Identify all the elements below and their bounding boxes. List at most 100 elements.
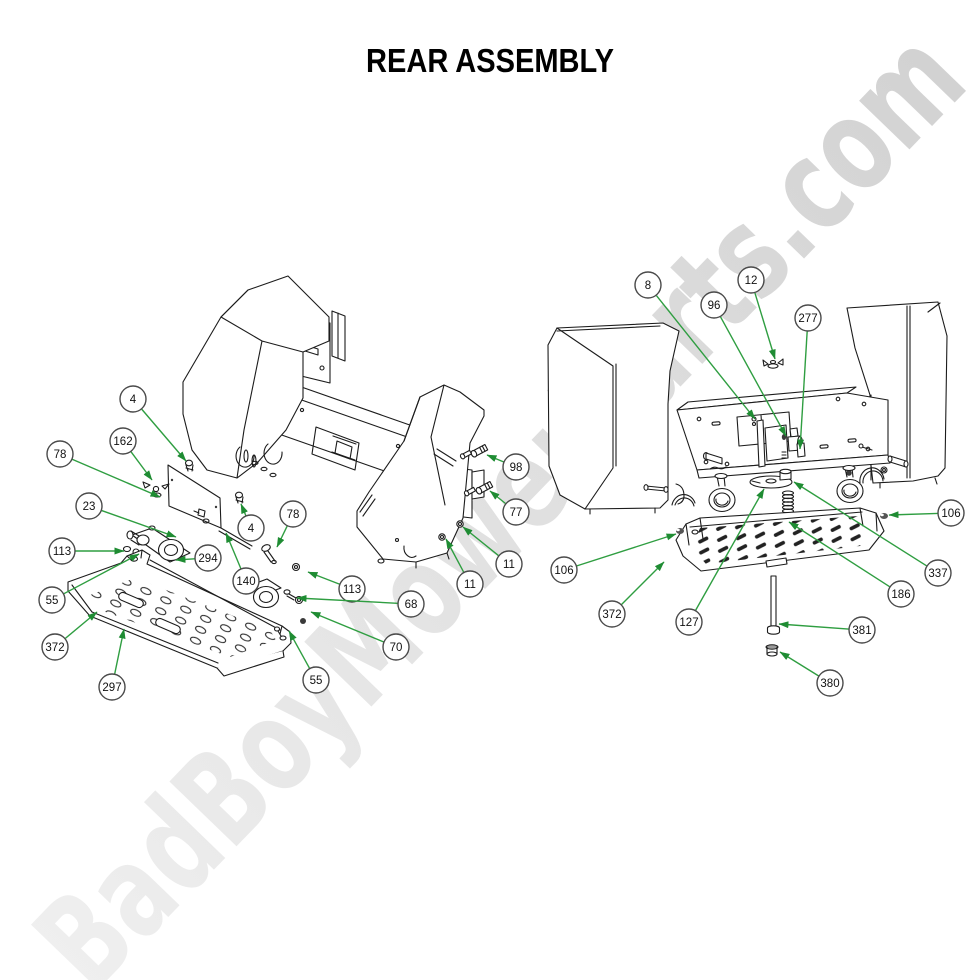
callout-arrow-23 bbox=[101, 509, 177, 538]
callout-arrow-11 bbox=[445, 538, 465, 573]
watermark-text: BadBoyMowerParts.com bbox=[7, 4, 980, 980]
callout-113: 113 bbox=[48, 537, 76, 565]
svg-text:23: 23 bbox=[83, 501, 96, 513]
callout-arrow-106 bbox=[576, 533, 677, 567]
callout-arrow-127 bbox=[695, 488, 765, 611]
callout-70: 70 bbox=[382, 633, 410, 661]
nut-11a bbox=[456, 520, 464, 528]
nut-11b bbox=[438, 533, 446, 541]
svg-text:297: 297 bbox=[102, 682, 121, 694]
carriage-pin bbox=[261, 544, 277, 565]
bolt-77 bbox=[475, 480, 494, 495]
callout-297: 297 bbox=[98, 673, 126, 701]
svg-text:381: 381 bbox=[852, 625, 871, 637]
callout-arrow-55 bbox=[288, 630, 311, 669]
callout-140: 140 bbox=[232, 567, 260, 595]
callout-106: 106 bbox=[937, 499, 965, 527]
callout-277: 277 bbox=[794, 304, 822, 332]
caster-right bbox=[836, 464, 864, 504]
callout-arrow-68 bbox=[296, 595, 398, 604]
callout-arrow-98 bbox=[486, 454, 504, 463]
svg-text:77: 77 bbox=[510, 507, 523, 519]
callout-arrow-113 bbox=[307, 571, 340, 585]
callout-78: 78 bbox=[46, 440, 74, 468]
svg-text:70: 70 bbox=[390, 642, 403, 654]
callout-380: 380 bbox=[816, 669, 844, 697]
nut-337 bbox=[779, 468, 792, 481]
svg-text:4: 4 bbox=[248, 523, 255, 535]
panel-screw-a bbox=[184, 459, 194, 472]
hinge-assembly bbox=[122, 525, 191, 563]
callout-arrow-8 bbox=[655, 295, 756, 420]
svg-text:78: 78 bbox=[54, 449, 67, 461]
screw-77b bbox=[463, 486, 477, 497]
callout-arrow-77 bbox=[489, 490, 506, 505]
svg-text:294: 294 bbox=[198, 553, 218, 565]
svg-text:8: 8 bbox=[645, 280, 651, 292]
callout-8: 8 bbox=[634, 271, 662, 299]
wingnut-12 bbox=[762, 358, 784, 369]
page-title: REAR ASSEMBLY bbox=[366, 42, 614, 79]
callout-arrow-372 bbox=[621, 561, 665, 605]
callout-arrow-162 bbox=[130, 451, 153, 481]
callout-layer: 4162782311355372297294140478113687055987… bbox=[38, 266, 965, 701]
callout-arrow-140 bbox=[225, 532, 242, 569]
callout-4: 4 bbox=[119, 385, 147, 413]
svg-text:113: 113 bbox=[343, 584, 361, 596]
svg-text:11: 11 bbox=[464, 579, 476, 591]
callout-337: 337 bbox=[924, 559, 952, 587]
bolt-381 bbox=[766, 575, 781, 635]
svg-text:55: 55 bbox=[46, 595, 59, 607]
callout-arrow-294 bbox=[175, 555, 195, 563]
callout-arrow-70 bbox=[310, 611, 384, 643]
callout-372: 372 bbox=[41, 633, 69, 661]
frame-hooks bbox=[235, 443, 283, 478]
callout-23: 23 bbox=[75, 492, 103, 520]
svg-text:380: 380 bbox=[820, 678, 839, 690]
callout-arrow-78 bbox=[276, 525, 288, 548]
svg-text:162: 162 bbox=[113, 436, 132, 448]
callout-106: 106 bbox=[550, 556, 578, 584]
callout-372: 372 bbox=[598, 600, 626, 628]
svg-text:127: 127 bbox=[679, 617, 698, 629]
plug-380 bbox=[765, 644, 779, 657]
callout-arrow-186 bbox=[788, 521, 891, 588]
callout-arrow-4 bbox=[141, 408, 187, 462]
svg-text:106: 106 bbox=[941, 508, 960, 520]
callout-68: 68 bbox=[397, 590, 425, 618]
callout-arrow-96 bbox=[719, 316, 787, 437]
callout-78: 78 bbox=[279, 500, 307, 528]
watermark: BadBoyMowerParts.com bbox=[7, 4, 980, 980]
svg-text:186: 186 bbox=[891, 589, 910, 601]
svg-text:11: 11 bbox=[503, 559, 515, 571]
svg-text:140: 140 bbox=[236, 576, 255, 588]
svg-text:113: 113 bbox=[53, 546, 71, 558]
svg-text:372: 372 bbox=[602, 609, 621, 621]
bolt-98 bbox=[470, 443, 489, 458]
svg-text:98: 98 bbox=[510, 462, 523, 474]
access-panel bbox=[167, 464, 253, 550]
callout-arrow-337 bbox=[793, 481, 927, 567]
callout-113: 113 bbox=[338, 575, 366, 603]
svg-text:78: 78 bbox=[287, 509, 300, 521]
rear-foot-plate bbox=[675, 507, 888, 572]
svg-text:12: 12 bbox=[745, 275, 758, 287]
callout-arrow-380 bbox=[779, 651, 819, 677]
panel-screw-b bbox=[234, 491, 244, 504]
callout-11: 11 bbox=[456, 570, 484, 598]
small-washer bbox=[291, 562, 301, 572]
callout-arrow-106 bbox=[888, 511, 938, 519]
rear-left-fender bbox=[547, 322, 696, 515]
callout-arrow-381 bbox=[778, 621, 849, 630]
callout-55: 55 bbox=[38, 586, 66, 614]
callout-186: 186 bbox=[887, 580, 915, 608]
caster-left bbox=[708, 472, 736, 513]
callout-arrow-277 bbox=[797, 331, 808, 450]
callout-4: 4 bbox=[237, 514, 265, 542]
callout-arrow-78 bbox=[72, 458, 161, 498]
callout-arrow-4 bbox=[240, 503, 248, 516]
svg-text:4: 4 bbox=[130, 394, 137, 406]
callout-127: 127 bbox=[675, 608, 703, 636]
callout-162: 162 bbox=[109, 427, 137, 455]
